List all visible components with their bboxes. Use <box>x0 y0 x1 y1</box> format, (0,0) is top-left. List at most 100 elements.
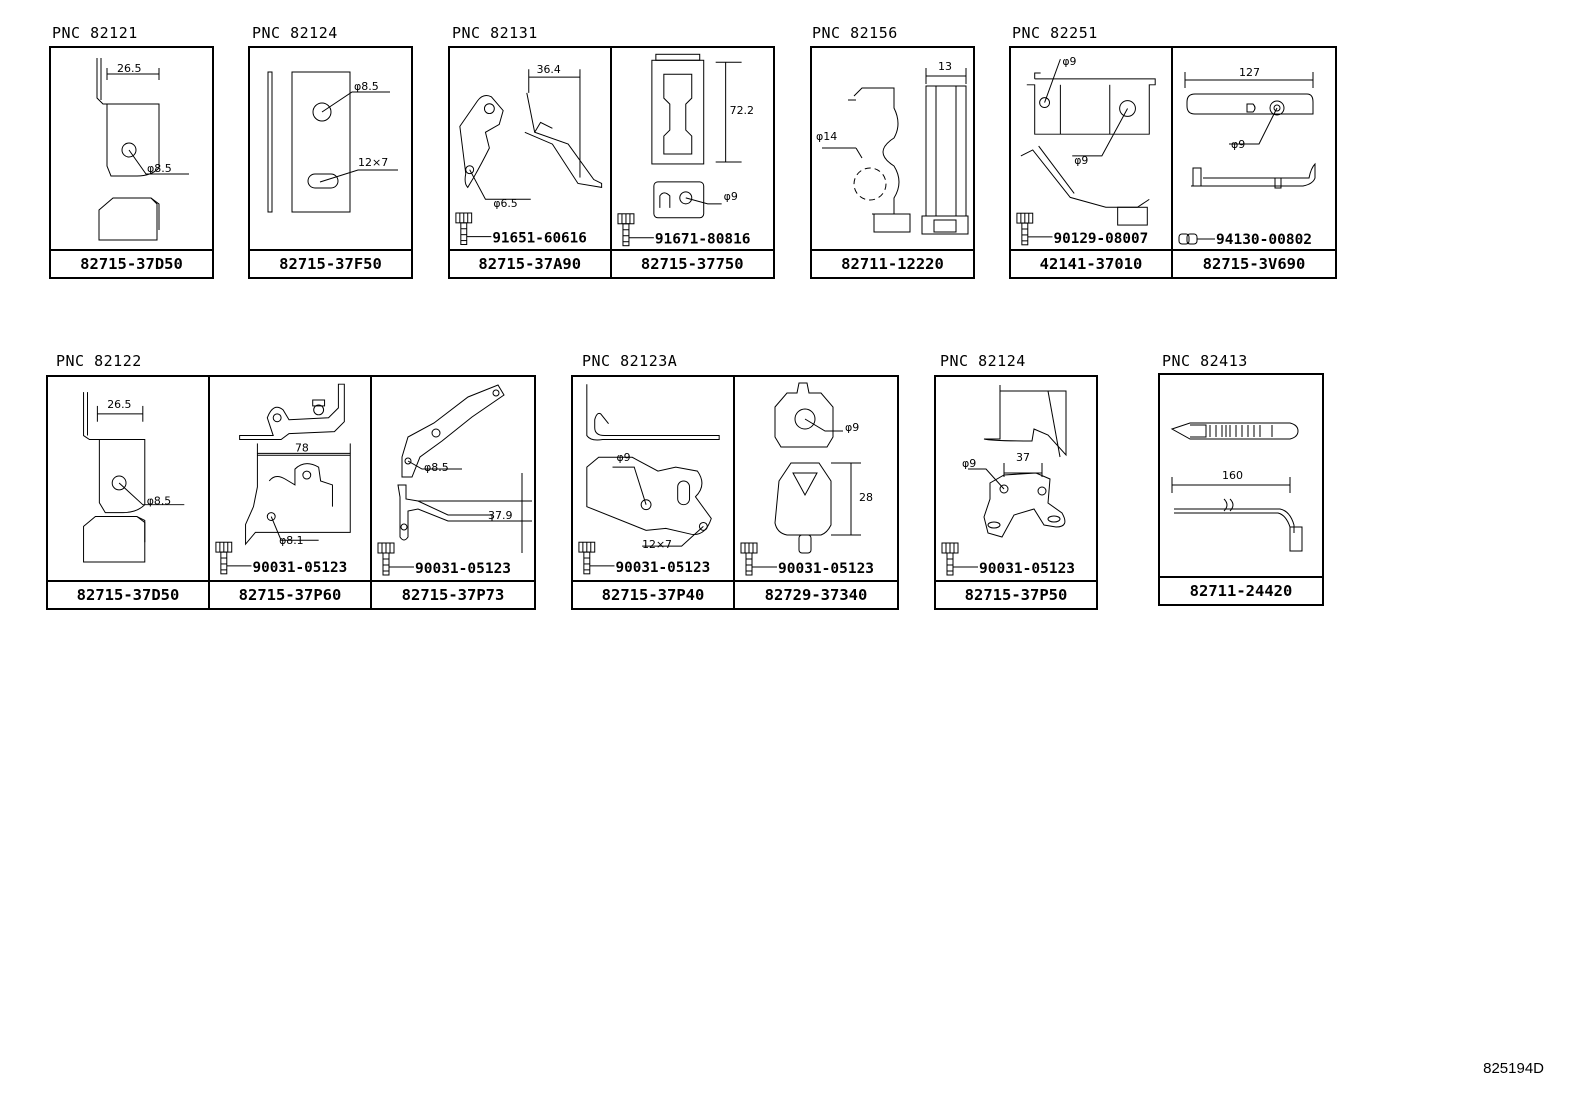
dim-label: 12×7 <box>358 156 388 169</box>
dim-label: φ14 <box>816 130 837 143</box>
hardware-number: 90031-05123 <box>252 560 347 576</box>
part-cell[interactable]: 160 82711-24420 <box>1160 375 1322 604</box>
pnc-label: PNC 82413 <box>1162 352 1248 370</box>
bracket-drawing: 26.5 φ8.5 <box>83 392 185 563</box>
dim-label: φ6.5 <box>493 197 517 210</box>
dim-label: 26.5 <box>117 62 142 75</box>
bolt-icon <box>941 542 978 576</box>
dim-label: 28 <box>859 491 873 504</box>
diagram-code: 825194D <box>1483 1060 1544 1077</box>
clamp-drawing: φ14 13 <box>816 60 969 235</box>
dim-label: φ9 <box>1231 138 1245 151</box>
part-group: φ14 13 82711-12220 <box>810 46 975 279</box>
part-number: 82715-37750 <box>611 249 773 277</box>
dim-label: φ9 <box>845 421 859 434</box>
hardware-number: 91651-60616 <box>492 231 586 247</box>
bolt-icon <box>215 541 252 575</box>
dim-label: φ8.1 <box>279 534 303 547</box>
hardware-number: 90031-05123 <box>615 560 710 576</box>
dim-label: 37.9 <box>488 509 513 522</box>
part-number: 82715-3V690 <box>1173 249 1335 277</box>
part-cell[interactable]: φ9 φ9 90129-08007 42141-37010 <box>1011 48 1173 277</box>
bracket-drawing: φ8.5 37.9 90031-05123 <box>377 384 532 577</box>
clip-drawing: 72.2 φ9 91671-80816 <box>616 53 754 248</box>
dim-label: 72.2 <box>729 104 753 117</box>
part-number: 82711-12220 <box>812 249 973 277</box>
dim-label: φ8.5 <box>147 495 171 508</box>
part-cell[interactable]: 78 φ8.1 90031-05123 82715-37P60 <box>210 377 372 608</box>
dim-label: φ8.5 <box>147 162 172 175</box>
part-number: 82715-37F50 <box>250 249 411 277</box>
nut-icon <box>1178 233 1215 245</box>
stay-drawing: 127 φ9 94130-00802 <box>1178 66 1316 248</box>
part-number: 82715-37P50 <box>936 580 1096 608</box>
dim-label: φ9 <box>616 451 630 464</box>
part-number: 82711-24420 <box>1160 576 1322 604</box>
part-number: 82715-37P73 <box>372 580 534 608</box>
hardware-number: 91671-80816 <box>654 232 750 248</box>
part-number: 82715-37P60 <box>210 580 370 608</box>
dim-label: 127 <box>1239 66 1260 79</box>
part-number: 82715-37P40 <box>573 580 733 608</box>
part-group: 26.5 φ8.5 82715-37D50 <box>49 46 214 279</box>
hardware-number: 90129-08007 <box>1053 231 1148 247</box>
pnc-label: PNC 82124 <box>940 352 1026 370</box>
dim-label: φ9 <box>723 190 737 203</box>
dim-label: 78 <box>295 441 309 454</box>
harness-drawing: 160 <box>1170 422 1303 552</box>
part-cell[interactable]: φ14 13 82711-12220 <box>812 48 973 277</box>
part-number: 82729-37340 <box>735 580 897 608</box>
part-cell[interactable]: 72.2 φ9 91671-80816 82715-37750 <box>611 48 773 277</box>
dim-label: φ8.5 <box>354 80 379 93</box>
part-cell[interactable]: 26.5 φ8.5 82715-37D50 <box>48 377 210 608</box>
bolt-icon <box>740 542 777 576</box>
dim-label: 37 <box>1016 451 1030 464</box>
hardware-number: 90031-05123 <box>979 561 1075 577</box>
part-group: 36.4 φ6.5 91651-60616 82715-37A90 72.2 φ… <box>448 46 775 279</box>
part-number: 82715-37D50 <box>48 580 208 608</box>
part-group: 160 82711-24420 <box>1158 373 1324 606</box>
part-group: φ9 φ9 90129-08007 42141-37010 127 φ9 <box>1009 46 1337 279</box>
bracket-drawing: 37 φ9 90031-05123 <box>941 385 1075 577</box>
part-cell[interactable]: φ9 28 90031-05123 82729-37340 <box>735 377 897 608</box>
part-cell[interactable]: φ8.5 12×7 82715-37F50 <box>250 48 411 277</box>
part-group: 26.5 φ8.5 82715-37D50 78 φ8.1 <box>46 375 536 610</box>
part-group: 37 φ9 90031-05123 82715-37P50 <box>934 375 1098 610</box>
pnc-label: PNC 82121 <box>52 24 138 42</box>
part-cell[interactable]: φ8.5 37.9 90031-05123 82715-37P73 <box>372 377 534 608</box>
part-cell[interactable]: φ9 12×7 90031-05123 82715-37P40 <box>573 377 735 608</box>
pnc-label: PNC 82251 <box>1012 24 1098 42</box>
dim-label: φ8.5 <box>424 461 449 474</box>
plate-drawing: φ8.5 12×7 <box>267 71 398 213</box>
pnc-label: PNC 82122 <box>56 352 142 370</box>
bracket-drawing: 78 φ8.1 90031-05123 <box>215 383 351 576</box>
hardware-number: 90031-05123 <box>415 561 511 577</box>
part-group: φ8.5 12×7 82715-37F50 <box>248 46 413 279</box>
bolt-icon <box>377 542 414 576</box>
part-cell[interactable]: 26.5 φ8.5 82715-37D50 <box>51 48 212 277</box>
bolt-icon <box>616 213 654 247</box>
part-group: φ9 12×7 90031-05123 82715-37P40 φ9 28 <box>571 375 899 610</box>
part-cell[interactable]: 37 φ9 90031-05123 82715-37P50 <box>936 377 1096 608</box>
pnc-label: PNC 82123A <box>582 352 678 370</box>
dim-label: φ9 <box>1074 154 1088 167</box>
bolt-icon <box>1016 212 1053 246</box>
dim-label: φ9 <box>1062 55 1076 68</box>
dim-label: φ9 <box>962 457 976 470</box>
bolt-icon <box>455 212 492 246</box>
part-cell[interactable]: 127 φ9 94130-00802 82715-3V690 <box>1173 48 1335 277</box>
part-cell[interactable]: 36.4 φ6.5 91651-60616 82715-37A90 <box>450 48 612 277</box>
clip-drawing: φ9 28 90031-05123 <box>740 382 874 577</box>
dim-label: 26.5 <box>107 398 131 411</box>
part-number: 82715-37D50 <box>51 249 212 277</box>
dim-label: 160 <box>1222 469 1243 482</box>
dim-label: 36.4 <box>537 63 561 76</box>
bracket-drawing: 26.5 φ8.5 <box>96 58 189 241</box>
pnc-label: PNC 82124 <box>252 24 338 42</box>
pnc-label: PNC 82156 <box>812 24 898 42</box>
hardware-number: 90031-05123 <box>778 561 874 577</box>
pnc-label: PNC 82131 <box>452 24 538 42</box>
bolt-icon <box>578 541 615 575</box>
bracket-drawing: φ9 12×7 90031-05123 <box>578 384 720 576</box>
dim-label: 12×7 <box>642 538 672 551</box>
